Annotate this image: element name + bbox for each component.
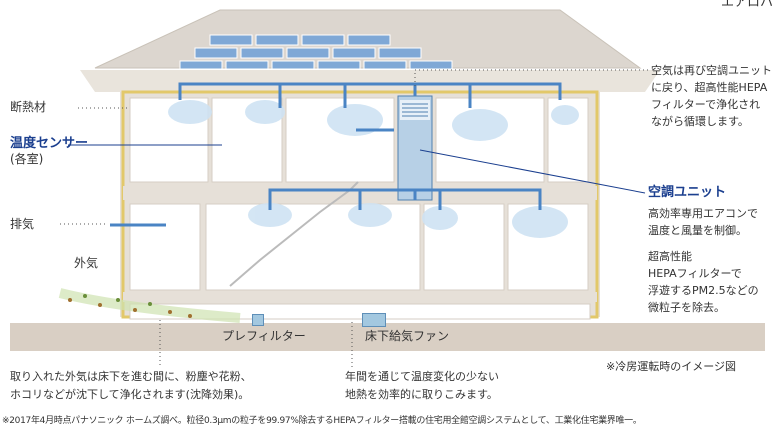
cooling-note: ※冷房運転時のイメージ図	[606, 360, 736, 373]
bottom-left-line-1: 取り入れた外気は床下を進む間に、粉塵や花粉、	[10, 370, 252, 383]
hepa-desc-line-2: HEPAフィルターで	[648, 267, 742, 280]
unit-title: 空調ユニット	[648, 185, 727, 200]
unit-desc-line-1: 高効率専用エアコンで	[648, 207, 758, 220]
recirc-line-2: に戻り、超高性能HEPA	[651, 81, 768, 94]
bottom-mid-line-2: 地熱を効率的に取りこみます。	[345, 388, 498, 401]
floor-fan-box	[362, 313, 386, 327]
temp-sensor-label: 温度センサー	[10, 136, 89, 151]
recirc-line-3: フィルターで浄化され	[651, 98, 761, 111]
prefilter-box	[252, 314, 264, 326]
exhaust-label: 排気	[10, 217, 35, 231]
footnote: ※2017年4月時点パナソニック ホームズ調べ。粒径0.3μmの粒子を99.97…	[2, 416, 642, 426]
outside-air-label: 外気	[74, 256, 99, 270]
recirc-line-1: 空気は再び空調ユニット	[651, 64, 772, 77]
hepa-desc-line-3: 浮遊するPM2.5などの	[648, 284, 759, 297]
prefilter-label: プレフィルター	[222, 329, 306, 343]
recirc-line-4: ながら循環します。	[651, 115, 749, 128]
floor-fan-label: 床下給気ファン	[365, 329, 450, 343]
unit-desc-line-2: 温度と風量を制御。	[648, 224, 747, 237]
bottom-left-line-2: ホコリなどが沈下して浄化されます(沈降効果)。	[10, 388, 250, 401]
ground	[10, 323, 765, 351]
header-right-text: エアロハ	[720, 0, 773, 10]
temp-sensor-sub-label: (各室)	[10, 152, 44, 166]
hepa-desc-line-1: 超高性能	[648, 250, 692, 263]
solar-panels	[179, 34, 453, 70]
insulation-label: 断熱材	[10, 100, 47, 114]
hepa-desc-line-4: 微粒子を除去。	[648, 301, 725, 314]
bottom-mid-line-1: 年間を通じて温度変化の少ない	[345, 370, 499, 383]
